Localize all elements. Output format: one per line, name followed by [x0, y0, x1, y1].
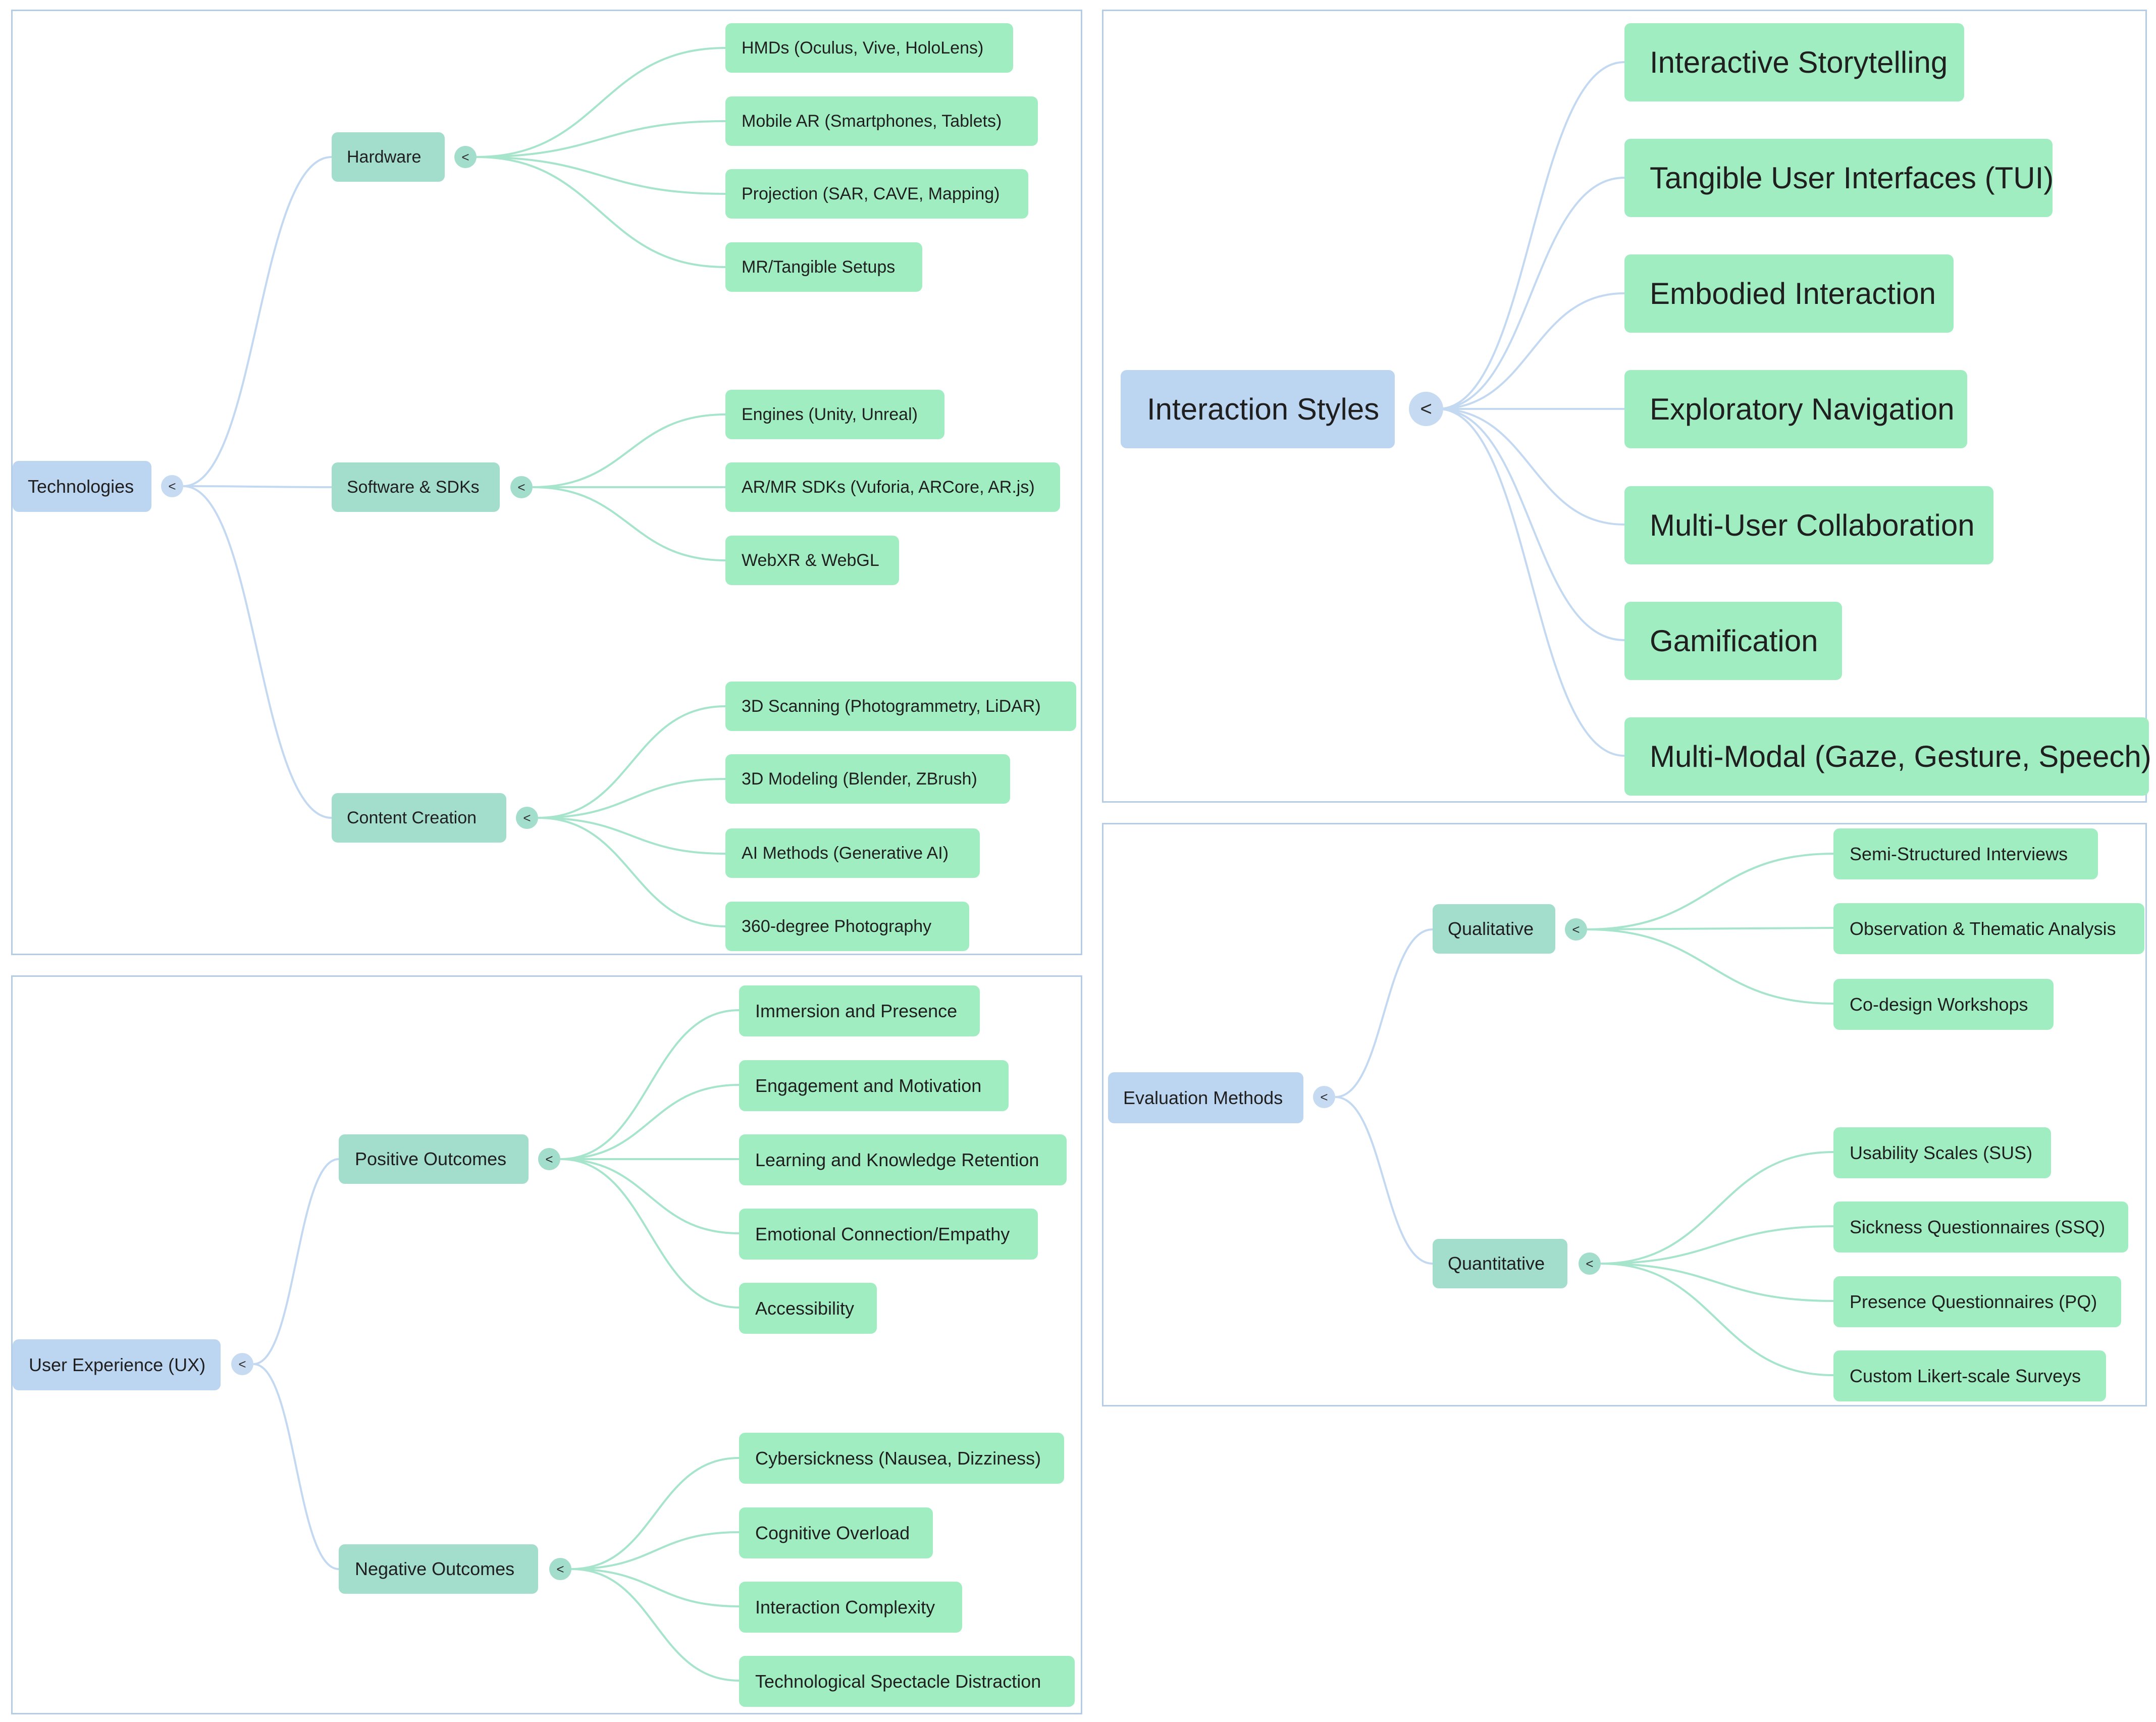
link-ai-methods-generative-ai: [538, 817, 726, 855]
eval-link-qualitative: [1335, 928, 1433, 1098]
leaf-presence-questionnaires-pq[interactable]: Presence Questionnaires (PQ): [1833, 1276, 2121, 1327]
leaf-tangible-user-interfaces-tui[interactable]: Tangible User Interfaces (TUI): [1624, 139, 2054, 217]
link-multi-modal-gaze-gesture-speech: [1438, 408, 1625, 757]
ux-link-negative-outcomes: [253, 1363, 339, 1570]
technologies-link-content-creation: [183, 485, 332, 819]
leaf-ai-methods-generative-ai[interactable]: AI Methods (Generative AI): [725, 828, 980, 878]
link-technological-spectacle-distraction: [571, 1568, 740, 1682]
link-tangible-user-interfaces-tui: [1438, 177, 1625, 410]
interaction-styles-collapse-icon[interactable]: <: [1409, 392, 1443, 426]
branch-qualitative[interactable]: Qualitative: [1433, 904, 1555, 954]
negative-outcomes-collapse-icon[interactable]: <: [549, 1558, 571, 1580]
leaf-custom-likert-scale-surveys[interactable]: Custom Likert-scale Surveys: [1833, 1350, 2106, 1401]
leaf-cybersickness-nausea-dizziness[interactable]: Cybersickness (Nausea, Dizziness): [739, 1433, 1064, 1484]
link-engines-unity-unreal: [532, 413, 726, 488]
leaf-3d-modeling-blender-zbrush[interactable]: 3D Modeling (Blender, ZBrush): [725, 754, 1010, 804]
content-creation-collapse-icon[interactable]: <: [516, 807, 538, 829]
technologies-link-hardware: [183, 156, 332, 487]
technologies-root[interactable]: Technologies: [13, 461, 151, 512]
link-3d-scanning-photogrammetry-lidar: [538, 705, 726, 819]
link-observation-thematic-analysis: [1587, 927, 1834, 930]
leaf-embodied-interaction[interactable]: Embodied Interaction: [1624, 254, 1954, 333]
leaf-sickness-questionnaires-ssq[interactable]: Sickness Questionnaires (SSQ): [1833, 1202, 2128, 1253]
link-semi-structured-interviews: [1587, 853, 1834, 930]
branch-hardware[interactable]: Hardware: [332, 132, 445, 182]
link-mr-tangible-setups: [476, 156, 726, 268]
leaf-accessibility[interactable]: Accessibility: [739, 1283, 877, 1334]
leaf-multi-user-collaboration[interactable]: Multi-User Collaboration: [1624, 486, 1993, 564]
link-co-design-workshops: [1587, 928, 1834, 1005]
link-mobile-ar-smartphones-tablets: [476, 120, 726, 158]
branch-content-creation[interactable]: Content Creation: [332, 793, 506, 843]
user-experience-root[interactable]: User Experience (UX): [13, 1339, 221, 1390]
link-emotional-connection-empathy: [560, 1158, 740, 1234]
leaf-engagement-and-motivation[interactable]: Engagement and Motivation: [739, 1060, 1009, 1111]
leaf-exploratory-navigation[interactable]: Exploratory Navigation: [1624, 370, 1967, 448]
leaf-engines-unity-unreal[interactable]: Engines (Unity, Unreal): [725, 390, 944, 439]
positive-outcomes-collapse-icon[interactable]: <: [538, 1148, 560, 1170]
link-interactive-storytelling: [1438, 61, 1625, 410]
link-360-degree-photography: [538, 817, 726, 927]
leaf-multi-modal-gaze-gesture-speech[interactable]: Multi-Modal (Gaze, Gesture, Speech): [1624, 717, 2151, 796]
leaf-hmds-oculus-vive-hololens[interactable]: HMDs (Oculus, Vive, HoloLens): [725, 23, 1013, 73]
branch-positive-outcomes[interactable]: Positive Outcomes: [339, 1134, 529, 1184]
link-usability-scales-sus: [1600, 1151, 1834, 1265]
link-webxr-webgl: [532, 486, 726, 561]
leaf-observation-thematic-analysis[interactable]: Observation & Thematic Analysis: [1833, 903, 2144, 954]
leaf-learning-and-knowledge-retention[interactable]: Learning and Knowledge Retention: [739, 1134, 1067, 1185]
link-3d-modeling-blender-zbrush: [538, 778, 726, 819]
leaf-mobile-ar-smartphones-tablets[interactable]: Mobile AR (Smartphones, Tablets): [725, 96, 1038, 146]
link-engagement-and-motivation: [560, 1084, 740, 1160]
leaf-projection-sar-cave-mapping[interactable]: Projection (SAR, CAVE, Mapping): [725, 169, 1028, 219]
eval-link-quantitative: [1335, 1096, 1433, 1265]
link-accessibility: [560, 1158, 740, 1309]
qualitative-collapse-icon[interactable]: <: [1565, 918, 1587, 941]
branch-negative-outcomes[interactable]: Negative Outcomes: [339, 1544, 538, 1594]
user-experience-collapse-icon[interactable]: <: [231, 1353, 253, 1375]
leaf-usability-scales-sus[interactable]: Usability Scales (SUS): [1833, 1127, 2051, 1178]
leaf-emotional-connection-empathy[interactable]: Emotional Connection/Empathy: [739, 1209, 1038, 1260]
link-immersion-and-presence: [560, 1009, 740, 1160]
leaf-webxr-webgl[interactable]: WebXR & WebGL: [725, 536, 899, 585]
quantitative-collapse-icon[interactable]: <: [1579, 1253, 1601, 1275]
link-cognitive-overload: [571, 1531, 740, 1570]
leaf-cognitive-overload[interactable]: Cognitive Overload: [739, 1507, 933, 1558]
leaf-interaction-complexity[interactable]: Interaction Complexity: [739, 1582, 962, 1633]
leaf-ar-mr-sdks-vuforia-arcore-ar-js[interactable]: AR/MR SDKs (Vuforia, ARCore, AR.js): [725, 462, 1060, 512]
link-embodied-interaction: [1438, 292, 1625, 410]
leaf-co-design-workshops[interactable]: Co-design Workshops: [1833, 979, 2054, 1030]
software-sdks-collapse-icon[interactable]: <: [510, 476, 533, 498]
technologies-link-software-sdks: [183, 485, 332, 488]
leaf-technological-spectacle-distraction[interactable]: Technological Spectacle Distraction: [739, 1656, 1075, 1707]
evaluation-methods-root[interactable]: Evaluation Methods: [1108, 1072, 1303, 1123]
branch-software-sdks[interactable]: Software & SDKs: [332, 462, 500, 512]
link-cybersickness-nausea-dizziness: [571, 1457, 740, 1570]
branch-quantitative[interactable]: Quantitative: [1433, 1239, 1567, 1288]
leaf-semi-structured-interviews[interactable]: Semi-Structured Interviews: [1833, 828, 2098, 879]
ux-link-positive-outcomes: [253, 1158, 339, 1365]
leaf-immersion-and-presence[interactable]: Immersion and Presence: [739, 985, 980, 1036]
link-gamification: [1438, 408, 1625, 641]
link-multi-user-collaboration: [1438, 408, 1625, 526]
leaf-mr-tangible-setups[interactable]: MR/Tangible Setups: [725, 242, 922, 292]
link-interaction-complexity: [571, 1568, 740, 1607]
link-sickness-questionnaires-ssq: [1600, 1225, 1834, 1265]
leaf-interactive-storytelling[interactable]: Interactive Storytelling: [1624, 23, 1964, 101]
link-projection-sar-cave-mapping: [476, 156, 726, 195]
link-presence-questionnaires-pq: [1600, 1263, 1834, 1302]
leaf-360-degree-photography[interactable]: 360-degree Photography: [725, 902, 969, 951]
interaction-styles-root[interactable]: Interaction Styles: [1121, 370, 1395, 448]
hardware-collapse-icon[interactable]: <: [454, 146, 477, 168]
link-custom-likert-scale-surveys: [1600, 1263, 1834, 1376]
leaf-gamification[interactable]: Gamification: [1624, 602, 1842, 680]
link-hmds-oculus-vive-hololens: [476, 47, 726, 158]
technologies-collapse-icon[interactable]: <: [161, 475, 183, 497]
evaluation-methods-collapse-icon[interactable]: <: [1313, 1086, 1335, 1108]
leaf-3d-scanning-photogrammetry-lidar[interactable]: 3D Scanning (Photogrammetry, LiDAR): [725, 682, 1076, 731]
